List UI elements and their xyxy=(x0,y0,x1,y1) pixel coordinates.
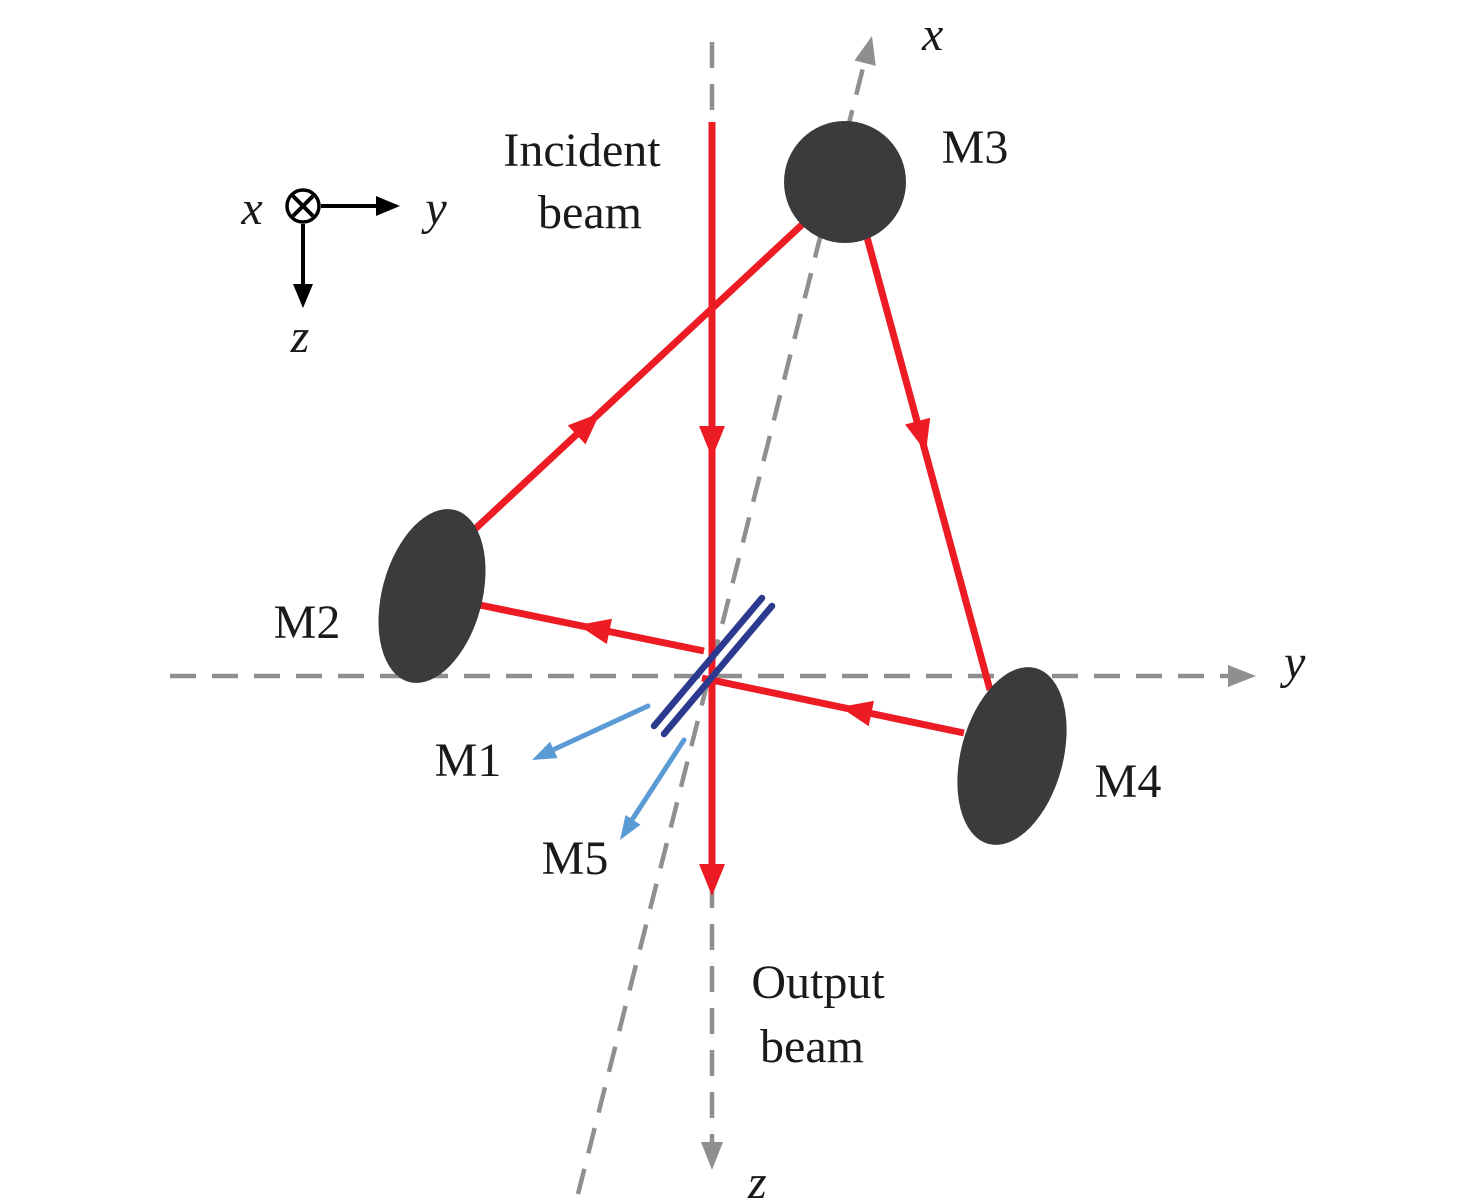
inset-z-label: z xyxy=(290,310,310,363)
inset-y-label: y xyxy=(420,182,447,235)
mirror-m3-label: M3 xyxy=(942,121,1009,174)
incident-beam-label-line1: Incident xyxy=(503,124,661,177)
center-mirror-front-face xyxy=(650,594,766,730)
m5-pointer-arrowhead xyxy=(620,814,641,840)
mirror-m2-label: M2 xyxy=(274,596,341,649)
inset-y-arrowhead xyxy=(376,196,400,216)
beam-to-center-arrowhead xyxy=(840,700,874,727)
axis-z-label: z xyxy=(747,1156,767,1203)
mirror-m2-disc xyxy=(378,509,486,683)
x-axis-arrowhead xyxy=(854,36,876,66)
center-mirror-m1-m5 xyxy=(650,594,776,738)
mirror-m5-label: M5 xyxy=(542,832,609,885)
coordinate-inset: x y z xyxy=(240,182,447,363)
incident-beam-label-line2: beam xyxy=(538,186,642,239)
m1-pointer-arrowhead xyxy=(532,741,558,760)
beam-to-m3-arrowhead xyxy=(567,413,600,445)
mirror-m1-label: M1 xyxy=(435,734,502,787)
mirror-m3-disc xyxy=(784,121,906,243)
axis-y-label: y xyxy=(1279,636,1306,689)
inset-x-label: x xyxy=(240,182,262,235)
inset-z-arrowhead xyxy=(293,284,313,308)
m1-pointer-arrow xyxy=(541,703,651,757)
output-beam-label-line1: Output xyxy=(751,956,885,1009)
incident-beam-arrowhead xyxy=(699,426,725,458)
output-beam-label-line2: beam xyxy=(760,1020,864,1073)
center-mirror-back-face xyxy=(660,602,776,738)
z-axis-arrowhead xyxy=(701,1142,723,1170)
beam-m4-to-center xyxy=(701,674,965,737)
y-axis-arrowhead xyxy=(1228,665,1256,687)
beam-to-m4-arrowhead xyxy=(905,417,931,452)
x-into-page-icon-cross-2 xyxy=(291,194,315,218)
mirror-m4-label: M4 xyxy=(1095,755,1162,808)
beam-m2-to-m3 xyxy=(457,177,853,546)
beam-to-m2-arrowhead xyxy=(578,618,612,645)
output-beam-arrowhead xyxy=(699,864,725,896)
axis-x-label: x xyxy=(921,8,943,61)
mirror-m4-disc xyxy=(957,667,1067,845)
x-axis-dashed-line xyxy=(575,55,869,1195)
m5-pointer-arrow xyxy=(625,737,687,829)
